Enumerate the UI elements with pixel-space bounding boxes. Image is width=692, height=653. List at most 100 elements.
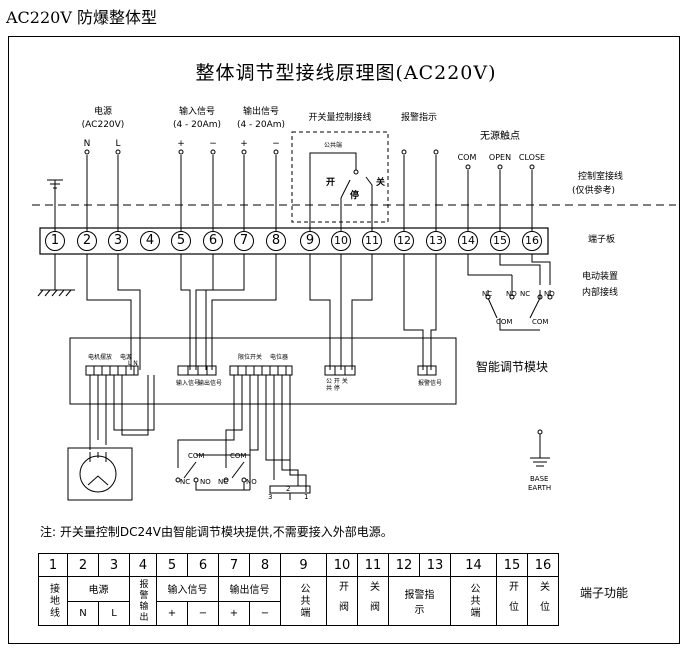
input-pin-minus: −	[209, 139, 217, 149]
func-n: N	[67, 600, 99, 626]
module-pot: 电位器	[270, 354, 289, 361]
control-room-sub: (仅供参考)	[572, 186, 616, 196]
func-table-label: 端子功能	[580, 586, 629, 600]
module-limit: 限位开关	[238, 354, 263, 361]
contact-close-label: CLOSE	[518, 153, 546, 162]
func-num-8: 8	[249, 553, 281, 577]
input-pin-plus: +	[177, 139, 185, 149]
no-label-2: NO	[544, 290, 555, 298]
terminal-7: 7	[234, 231, 254, 251]
module-power: 电源	[120, 354, 133, 361]
func-alarm: 报警指示	[388, 576, 451, 626]
terminal-board-label: 端子板	[588, 235, 616, 245]
func-power: 电源	[67, 576, 130, 602]
func-input: 输入信号	[156, 576, 219, 602]
input-sub: (4 - 20Am)	[172, 120, 222, 130]
func-num-6: 6	[187, 553, 219, 577]
func-c14: 公共端	[450, 576, 497, 626]
power-pin-n: N	[83, 139, 91, 149]
func-output: 输出信号	[218, 576, 281, 602]
terminal-2: 2	[77, 231, 97, 251]
earth-base: BASE	[530, 475, 549, 483]
func-num-16: 16	[527, 553, 559, 577]
func-out-minus: −	[249, 600, 281, 626]
limit-no-2: NO	[246, 478, 257, 486]
func-num-1: 1	[38, 553, 68, 577]
module-motor: 电机摆放	[88, 354, 113, 361]
header-title: AC220V 防爆整体型	[6, 8, 157, 27]
diagram-title: 整体调节型接线原理图(AC220V)	[195, 62, 497, 84]
limit-nc-2: NC	[218, 478, 229, 486]
func-num-7: 7	[218, 553, 250, 577]
func-num-3: 3	[98, 553, 130, 577]
internal-label: 电动装置	[582, 272, 619, 282]
conn-switch	[324, 365, 356, 376]
func-c16: 关位	[527, 576, 559, 626]
func-l: L	[98, 600, 130, 626]
terminal-10: 10	[331, 231, 351, 251]
conn-motor	[85, 365, 139, 376]
func-num-9: 9	[280, 553, 327, 577]
no-label-1: NO	[506, 290, 517, 298]
module-output: 输出信号	[198, 380, 223, 387]
switch-open: 开	[326, 178, 336, 188]
func-c10: 开阀	[326, 576, 358, 626]
power-pin-l: L	[115, 139, 121, 149]
switch-close: 关	[376, 178, 386, 188]
diagram-frame	[8, 36, 680, 644]
func-c15: 开位	[496, 576, 528, 626]
pot-pin-1: 1	[304, 493, 309, 501]
module-box	[69, 337, 457, 405]
control-room-label: 控制室接线	[578, 172, 624, 182]
module-title: 智能调节模块	[476, 360, 549, 374]
terminal-6: 6	[203, 231, 223, 251]
contact-com-label: COM	[457, 153, 477, 162]
terminal-14: 14	[458, 231, 478, 251]
func-c11: 关阀	[357, 576, 389, 626]
switch-title: 开关量控制接线	[308, 113, 372, 123]
internal-sub: 内部接线	[582, 288, 619, 298]
module-switch-pins: 公 开 关	[326, 378, 348, 385]
terminal-8: 8	[266, 231, 286, 251]
terminal-9: 9	[300, 231, 320, 251]
module-alarm: 报警信号	[418, 380, 443, 387]
func-num-4: 4	[129, 553, 157, 577]
terminal-13: 13	[426, 231, 446, 251]
contact-open-label: OPEN	[488, 153, 512, 162]
func-num-5: 5	[156, 553, 188, 577]
limit-no-1: NO	[200, 478, 211, 486]
module-switch-pins2: 共 停	[326, 385, 340, 392]
nc-label-2: NC	[520, 290, 531, 298]
func-c9: 公共端	[280, 576, 327, 626]
conn-limit	[229, 365, 293, 376]
output-pin-plus: +	[240, 139, 248, 149]
terminal-1: 1	[45, 231, 65, 251]
terminal-5: 5	[171, 231, 191, 251]
func-c1: 接地线	[38, 576, 68, 626]
input-title: 输入信号	[178, 107, 215, 117]
module-input: 输入信号	[176, 380, 201, 387]
func-num-2: 2	[67, 553, 99, 577]
limit-com-2: COM	[230, 452, 247, 460]
limit-nc-1: NC	[180, 478, 191, 486]
pot-pin-2: 2	[286, 485, 291, 493]
func-num-13: 13	[419, 553, 451, 577]
limit-com-1: COM	[188, 452, 205, 460]
contacts-title: 无源触点	[480, 131, 520, 142]
switch-common: 公共端	[324, 142, 343, 149]
conn-io	[177, 365, 217, 376]
func-out-plus: +	[218, 600, 250, 626]
power-sub: (AC220V)	[81, 120, 125, 130]
func-c4: 报警输出	[129, 576, 157, 626]
func-num-15: 15	[496, 553, 528, 577]
alarm-title: 报警指示	[400, 113, 437, 123]
earth-earth: EARTH	[528, 484, 552, 492]
output-sub: (4 - 20Am)	[236, 120, 286, 130]
terminal-11: 11	[362, 231, 382, 251]
com-label-2: COM	[532, 318, 549, 326]
func-num-11: 11	[357, 553, 389, 577]
switch-stop: 停	[350, 191, 360, 201]
power-title: 电源	[93, 107, 112, 117]
terminal-16: 16	[522, 231, 542, 251]
